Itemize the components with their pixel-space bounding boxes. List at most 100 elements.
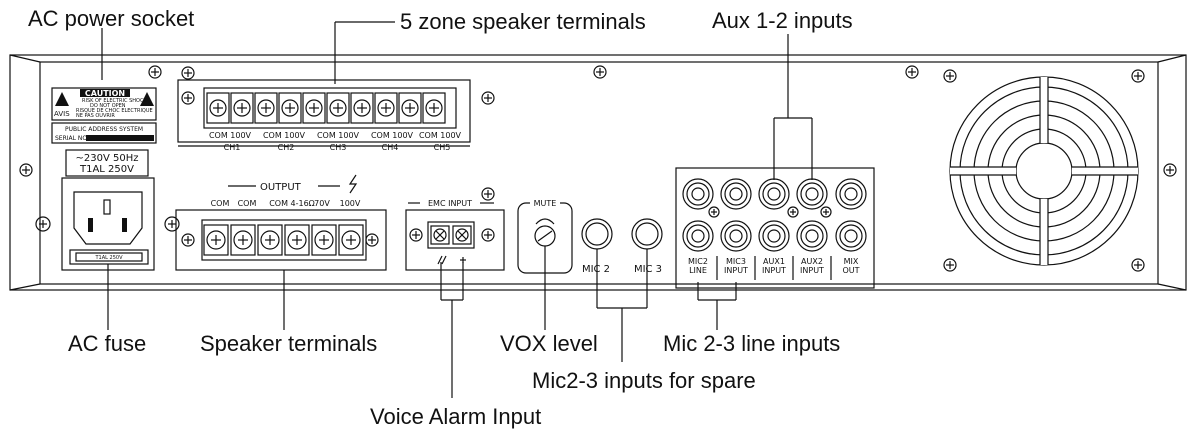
- screw-icon: [19, 163, 33, 177]
- terminal-screw-icon: [257, 224, 283, 256]
- callout-ac-fuse: AC fuse: [68, 331, 146, 356]
- terminal-screw-icon: [206, 92, 230, 124]
- screw-icon: [1163, 163, 1177, 177]
- screw-icon: [708, 206, 720, 218]
- output-label-100v: 100V: [340, 199, 361, 208]
- jack-label-out: OUT: [842, 266, 859, 275]
- lightning-icon: [348, 174, 358, 194]
- rca-jack-icon: [796, 178, 828, 210]
- serial-no-label: SERIAL NO.: [55, 135, 89, 142]
- screw-icon: [481, 187, 495, 201]
- terminal-screw-icon: [203, 224, 229, 256]
- emc-input: EMC INPUT: [405, 187, 505, 271]
- chassis: [9, 54, 1187, 291]
- rca-jack-icon: [796, 220, 828, 252]
- rca-jack-icon: [835, 220, 867, 252]
- terminal-screw-icon: [230, 224, 256, 256]
- terminal-screw-icon: [398, 92, 422, 124]
- screw-icon: [1131, 258, 1145, 272]
- terminal-screw-icon: [311, 224, 337, 256]
- callout-mic-line-inputs: Mic 2-3 line inputs: [663, 331, 840, 356]
- emc-input-label: EMC INPUT: [428, 199, 472, 208]
- terminal-screw-icon: [326, 92, 350, 124]
- screw-icon: [1131, 69, 1145, 83]
- mic3-label: MIC 3: [634, 264, 662, 275]
- iec-socket-icon: [73, 191, 143, 245]
- channel-label-ch2: CH2: [278, 143, 295, 152]
- jack-label-aux2-input: INPUT: [800, 266, 824, 275]
- zone-terminal-label: COM 100V: [419, 131, 462, 140]
- output-label-70v: 70V: [314, 199, 330, 208]
- mic2-jack-icon: [581, 218, 613, 250]
- screw-icon: [593, 65, 607, 79]
- mic-jacks: MIC 2 MIC 3: [581, 218, 663, 275]
- channel-label-ch1: CH1: [224, 143, 241, 152]
- screw-icon: [35, 216, 51, 232]
- zone-terminal-label: COM 100V: [209, 131, 252, 140]
- callout-mic-spare-inputs: Mic2-3 inputs for spare: [532, 368, 756, 393]
- mic2-label: MIC 2: [582, 264, 610, 275]
- callout-aux-inputs: Aux 1-2 inputs: [712, 8, 853, 33]
- screw-icon: [409, 228, 423, 242]
- mic3-jack-icon: [631, 218, 663, 250]
- jack-label-line: LINE: [689, 266, 707, 275]
- callout-voice-alarm-input: Voice Alarm Input: [370, 404, 541, 429]
- terminal-screw-icon: [433, 228, 447, 242]
- terminal-screw-icon: [455, 228, 469, 242]
- public-address-text: PUBLIC ADDRESS SYSTEM: [65, 126, 143, 133]
- terminal-screw-icon: [284, 224, 310, 256]
- jack-label-aux2: AUX2: [801, 257, 823, 266]
- screw-icon: [365, 233, 379, 247]
- output-label-com: COM: [211, 199, 230, 208]
- output-label-com-4-16: COM 4-16Ω: [269, 199, 315, 208]
- output-speaker-terminals: OUTPUT COM COM COM 4-16Ω 70V 100V: [175, 174, 387, 271]
- terminal-screw-icon: [374, 92, 398, 124]
- panel-screws: [19, 65, 1177, 272]
- mute-label: MUTE: [534, 199, 557, 208]
- callout-zone-speaker-terminals: 5 zone speaker terminals: [400, 9, 646, 34]
- jack-label-input: INPUT: [724, 266, 748, 275]
- rca-jack-icon: [682, 178, 714, 210]
- terminal-screw-icon: [302, 92, 326, 124]
- zone-speaker-terminals: COM 100V COM 100V COM 100V COM 100V COM …: [177, 66, 495, 152]
- jack-label-mic2: MIC2: [688, 257, 708, 266]
- level-arc-icon: [535, 218, 555, 225]
- terminal-screw-icon: [254, 92, 278, 124]
- fuse-label: T1AL 250V: [95, 255, 124, 261]
- voltage-line1: ~230V 50Hz: [76, 153, 139, 164]
- jack-label-mic3: MIC3: [726, 257, 746, 266]
- terminal-screw-icon: [338, 224, 364, 256]
- vox-level-knob-icon: [534, 225, 556, 247]
- terminal-screw-icon: [422, 92, 446, 124]
- terminal-screw-icon: [230, 92, 254, 124]
- output-label-com: COM: [238, 199, 257, 208]
- fan-grille: [949, 76, 1139, 266]
- zone-terminal-label: COM 100V: [371, 131, 414, 140]
- rca-jack-icon: [758, 220, 790, 252]
- screw-icon: [164, 216, 180, 232]
- channel-label-ch3: CH3: [330, 143, 347, 152]
- caution-text: CAUTION: [85, 89, 125, 98]
- callout-vox-level: VOX level: [500, 331, 598, 356]
- avis-text: AVIS: [54, 110, 70, 118]
- rca-jack-icon: [720, 178, 752, 210]
- terminal-screw-icon: [278, 92, 302, 124]
- ac-power-socket: T1AL 250V: [35, 177, 180, 271]
- screw-icon: [181, 233, 195, 247]
- screw-icon: [820, 206, 832, 218]
- callout-speaker-terminals: Speaker terminals: [200, 331, 377, 356]
- screw-icon: [787, 206, 799, 218]
- screw-icon: [905, 65, 919, 79]
- rca-jack-icon: [835, 178, 867, 210]
- fuse-holder: [69, 249, 149, 265]
- voltage-line2: T1AL 250V: [79, 164, 134, 175]
- rca-jack-group: MIC2 LINE MIC3 INPUT AUX1 INPUT AUX2 INP…: [675, 167, 875, 289]
- rca-jack-icon: [720, 220, 752, 252]
- avis-line1: RISQUE DE CHOC ELECTRIQUE: [76, 108, 153, 114]
- channel-label-ch5: CH5: [434, 143, 451, 152]
- terminal-screw-icon: [350, 92, 374, 124]
- output-title: OUTPUT: [260, 182, 302, 193]
- jack-label-aux1-input: INPUT: [762, 266, 786, 275]
- screw-icon: [481, 91, 495, 105]
